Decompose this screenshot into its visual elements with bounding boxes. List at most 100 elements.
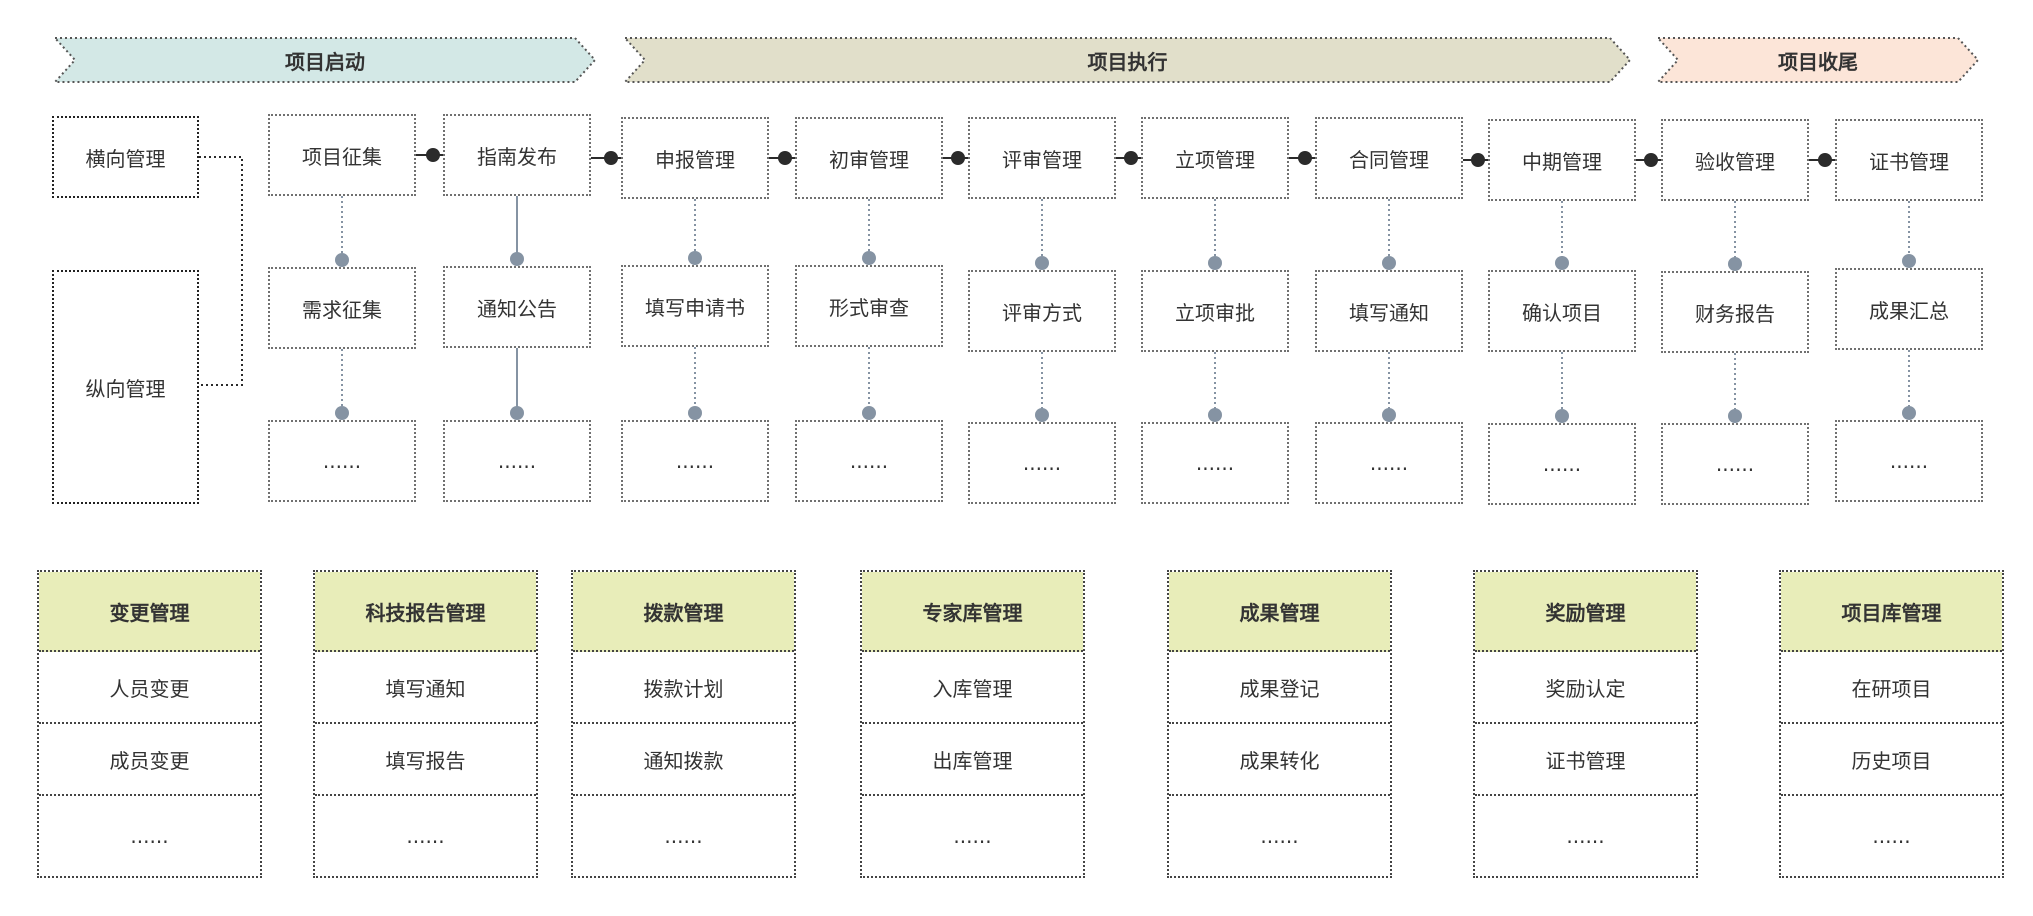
step-2-mid-box: 通知公告: [443, 266, 591, 348]
vertical-connector-dot: [510, 252, 524, 266]
vertical-connector-dot: [1208, 256, 1222, 270]
card-title: 奖励管理: [1475, 572, 1696, 652]
vertical-connector-dot: [1035, 408, 1049, 422]
step-2-top-box: 指南发布: [443, 114, 591, 196]
vertical-connector-dot: [335, 253, 349, 267]
step-4-top-box: 初审管理: [795, 117, 943, 199]
card-item: 通知拨款: [573, 724, 794, 796]
step-5-mid-box: 评审方式: [968, 270, 1116, 352]
card-item: 奖励认定: [1475, 652, 1696, 724]
vertical-connector-dot: [1382, 256, 1396, 270]
phase-label-start: 项目启动: [285, 49, 365, 74]
vertical-connector-dot: [1208, 408, 1222, 422]
phase-label-execution: 项目执行: [1087, 49, 1168, 74]
card-item: 填写通知: [315, 652, 536, 724]
step-10-top-box: 证书管理: [1835, 119, 1983, 201]
card-4: 专家库管理入库管理出库管理......: [860, 570, 1085, 878]
step-connector-dot: [1471, 153, 1485, 167]
card-3: 拨款管理拨款计划通知拨款......: [571, 570, 796, 878]
step-8-mid-box: 确认项目: [1488, 270, 1636, 352]
card-item: 证书管理: [1475, 724, 1696, 796]
vertical-connector-dot: [862, 406, 876, 420]
vertical-connector-dot: [862, 251, 876, 265]
step-connector-dot: [951, 151, 965, 165]
step-5-bottom-box: ......: [968, 422, 1116, 504]
card-item: 在研项目: [1781, 652, 2002, 724]
card-7: 项目库管理在研项目历史项目......: [1779, 570, 2004, 878]
card-title: 科技报告管理: [315, 572, 536, 652]
card-6: 奖励管理奖励认定证书管理......: [1473, 570, 1698, 878]
card-title: 成果管理: [1169, 572, 1390, 652]
vertical-connector-dot: [1728, 409, 1742, 423]
step-9-bottom-box: ......: [1661, 423, 1809, 505]
step-1-bottom-box: ......: [268, 420, 416, 502]
vertical-connector-dot: [1728, 257, 1742, 271]
step-2-bottom-box: ......: [443, 420, 591, 502]
card-item: 成果登记: [1169, 652, 1390, 724]
vertical-connector-dot: [1382, 408, 1396, 422]
card-item: ......: [664, 824, 703, 848]
step-3-bottom-box: ......: [621, 420, 769, 502]
card-item: ......: [1872, 824, 1911, 848]
vertical-connector-dot: [510, 406, 524, 420]
vertical-connector-dot: [1035, 256, 1049, 270]
card-item: ......: [1566, 824, 1605, 848]
step-6-bottom-box: ......: [1141, 422, 1289, 504]
phase-banner-start: [52, 37, 597, 83]
step-connector-dot: [1124, 151, 1138, 165]
vertical-connector-dot: [1902, 254, 1916, 268]
phase-label-closing: 项目收尾: [1778, 49, 1858, 74]
card-item: 入库管理: [862, 652, 1083, 724]
step-4-bottom-box: ......: [795, 420, 943, 502]
step-9-mid-box: 财务报告: [1661, 271, 1809, 353]
step-1-top-box: 项目征集: [268, 114, 416, 196]
card-item: ......: [130, 824, 169, 848]
step-5-top-box: 评审管理: [968, 117, 1116, 199]
step-8-bottom-box: ......: [1488, 423, 1636, 505]
horizontal-management-box: 横向管理: [52, 116, 199, 198]
step-connector-dot: [1818, 153, 1832, 167]
step-7-mid-box: 填写通知: [1315, 270, 1463, 352]
card-5: 成果管理成果登记成果转化......: [1167, 570, 1392, 878]
card-item: 历史项目: [1781, 724, 2002, 796]
step-1-mid-box: 需求征集: [268, 267, 416, 349]
vertical-connector-dot: [688, 406, 702, 420]
step-10-mid-box: 成果汇总: [1835, 268, 1983, 350]
card-title: 拨款管理: [573, 572, 794, 652]
card-item: ......: [1260, 824, 1299, 848]
vertical-management-box: 纵向管理: [52, 270, 199, 504]
step-connector-dot: [604, 151, 618, 165]
card-item: 出库管理: [862, 724, 1083, 796]
vertical-connector-dot: [1555, 409, 1569, 423]
vertical-connector-dot: [1902, 406, 1916, 420]
step-7-top-box: 合同管理: [1315, 117, 1463, 199]
phase-banner-execution: [622, 37, 1632, 83]
step-9-top-box: 验收管理: [1661, 119, 1809, 201]
step-connector-dot: [426, 148, 440, 162]
card-title: 专家库管理: [862, 572, 1083, 652]
card-item: 人员变更: [39, 652, 260, 724]
vertical-connector-dot: [335, 406, 349, 420]
card-item: 拨款计划: [573, 652, 794, 724]
card-title: 变更管理: [39, 572, 260, 652]
step-3-top-box: 申报管理: [621, 117, 769, 199]
step-6-top-box: 立项管理: [1141, 117, 1289, 199]
side-bracket-connector: [199, 156, 243, 386]
vertical-connector-dot: [688, 251, 702, 265]
card-2: 科技报告管理填写通知填写报告......: [313, 570, 538, 878]
step-10-bottom-box: ......: [1835, 420, 1983, 502]
vertical-connector-dot: [1555, 256, 1569, 270]
step-6-mid-box: 立项审批: [1141, 270, 1289, 352]
step-connector-dot: [1644, 153, 1658, 167]
card-item: 填写报告: [315, 724, 536, 796]
step-8-top-box: 中期管理: [1488, 119, 1636, 201]
card-title: 项目库管理: [1781, 572, 2002, 652]
step-connector-dot: [1298, 151, 1312, 165]
card-item: ......: [953, 824, 992, 848]
step-connector-dot: [778, 151, 792, 165]
step-3-mid-box: 填写申请书: [621, 265, 769, 347]
step-7-bottom-box: ......: [1315, 422, 1463, 504]
phase-banner-closing: [1655, 37, 1980, 83]
